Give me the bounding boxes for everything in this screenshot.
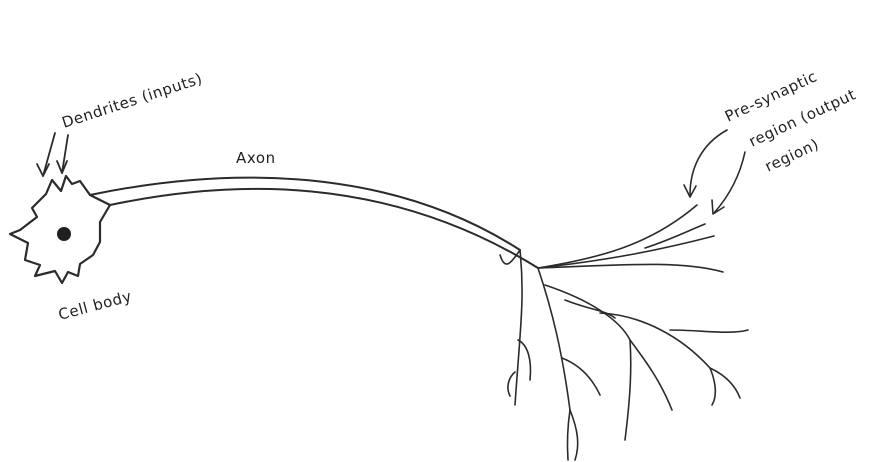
cell-body-label: Cell body (56, 287, 133, 324)
presynaptic-arrows (684, 130, 745, 214)
dendrites-label: Dendrites (inputs) (60, 69, 205, 131)
axon-upper (90, 178, 520, 250)
nucleus (57, 227, 71, 241)
dendrite-arrows (37, 133, 68, 176)
axon-lower (110, 189, 538, 268)
axon-terminals (500, 205, 748, 460)
axon-label: Axon (236, 149, 276, 167)
